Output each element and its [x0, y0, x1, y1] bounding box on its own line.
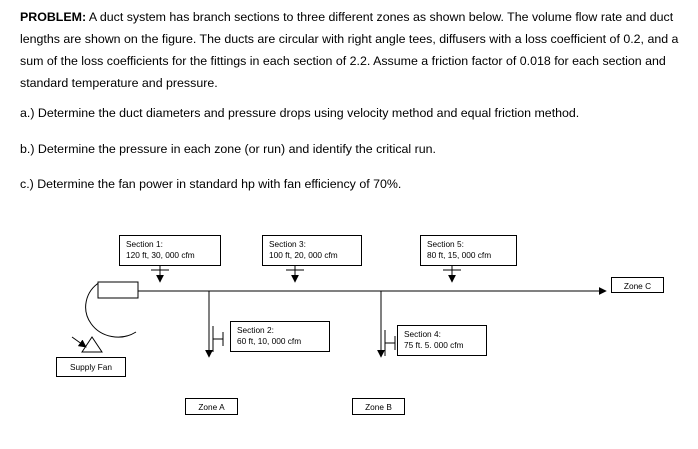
question-c: c.) Determine the fan power in standard … — [20, 177, 402, 191]
section-1-name: Section 1: — [126, 239, 163, 249]
problem-statement: PROBLEM: A duct system has branch sectio… — [20, 6, 680, 94]
supply-fan-label: Supply Fan — [56, 357, 126, 377]
section-2-box: Section 2: 60 ft, 10, 000 cfm — [230, 321, 330, 352]
section-2-name: Section 2: — [237, 325, 274, 335]
problem-body: A duct system has branch sections to thr… — [20, 10, 679, 90]
section-4-box: Section 4: 75 ft. 5. 000 cfm — [397, 325, 487, 356]
section-1-box: Section 1: 120 ft, 30, 000 cfm — [119, 235, 221, 266]
zone-b-label: Zone B — [352, 398, 405, 415]
section-3-spec: 100 ft, 20, 000 cfm — [269, 250, 338, 260]
supply-fan — [71, 281, 139, 353]
section-5-box: Section 5: 80 ft, 15, 000 cfm — [420, 235, 517, 266]
section-4-name: Section 4: — [404, 329, 441, 339]
zone-a-label: Zone A — [185, 398, 238, 415]
question-a: a.) Determine the duct diameters and pre… — [20, 106, 580, 120]
section-5-spec: 80 ft, 15, 000 cfm — [427, 250, 492, 260]
branch-duct-zone-a — [205, 291, 224, 358]
section-1-spec: 120 ft, 30, 000 cfm — [126, 250, 195, 260]
section-5-name: Section 5: — [427, 239, 464, 249]
section-2-spec: 60 ft, 10, 000 cfm — [237, 336, 302, 346]
section-3-box: Section 3: 100 ft, 20, 000 cfm — [262, 235, 362, 266]
question-b: b.) Determine the pressure in each zone … — [20, 142, 436, 156]
section-3-name: Section 3: — [269, 239, 306, 249]
section-4-spec: 75 ft. 5. 000 cfm — [404, 340, 464, 350]
zone-c-label: Zone C — [611, 277, 664, 293]
branch-duct-zone-b — [377, 291, 396, 358]
problem-lead: PROBLEM: — [20, 10, 87, 24]
